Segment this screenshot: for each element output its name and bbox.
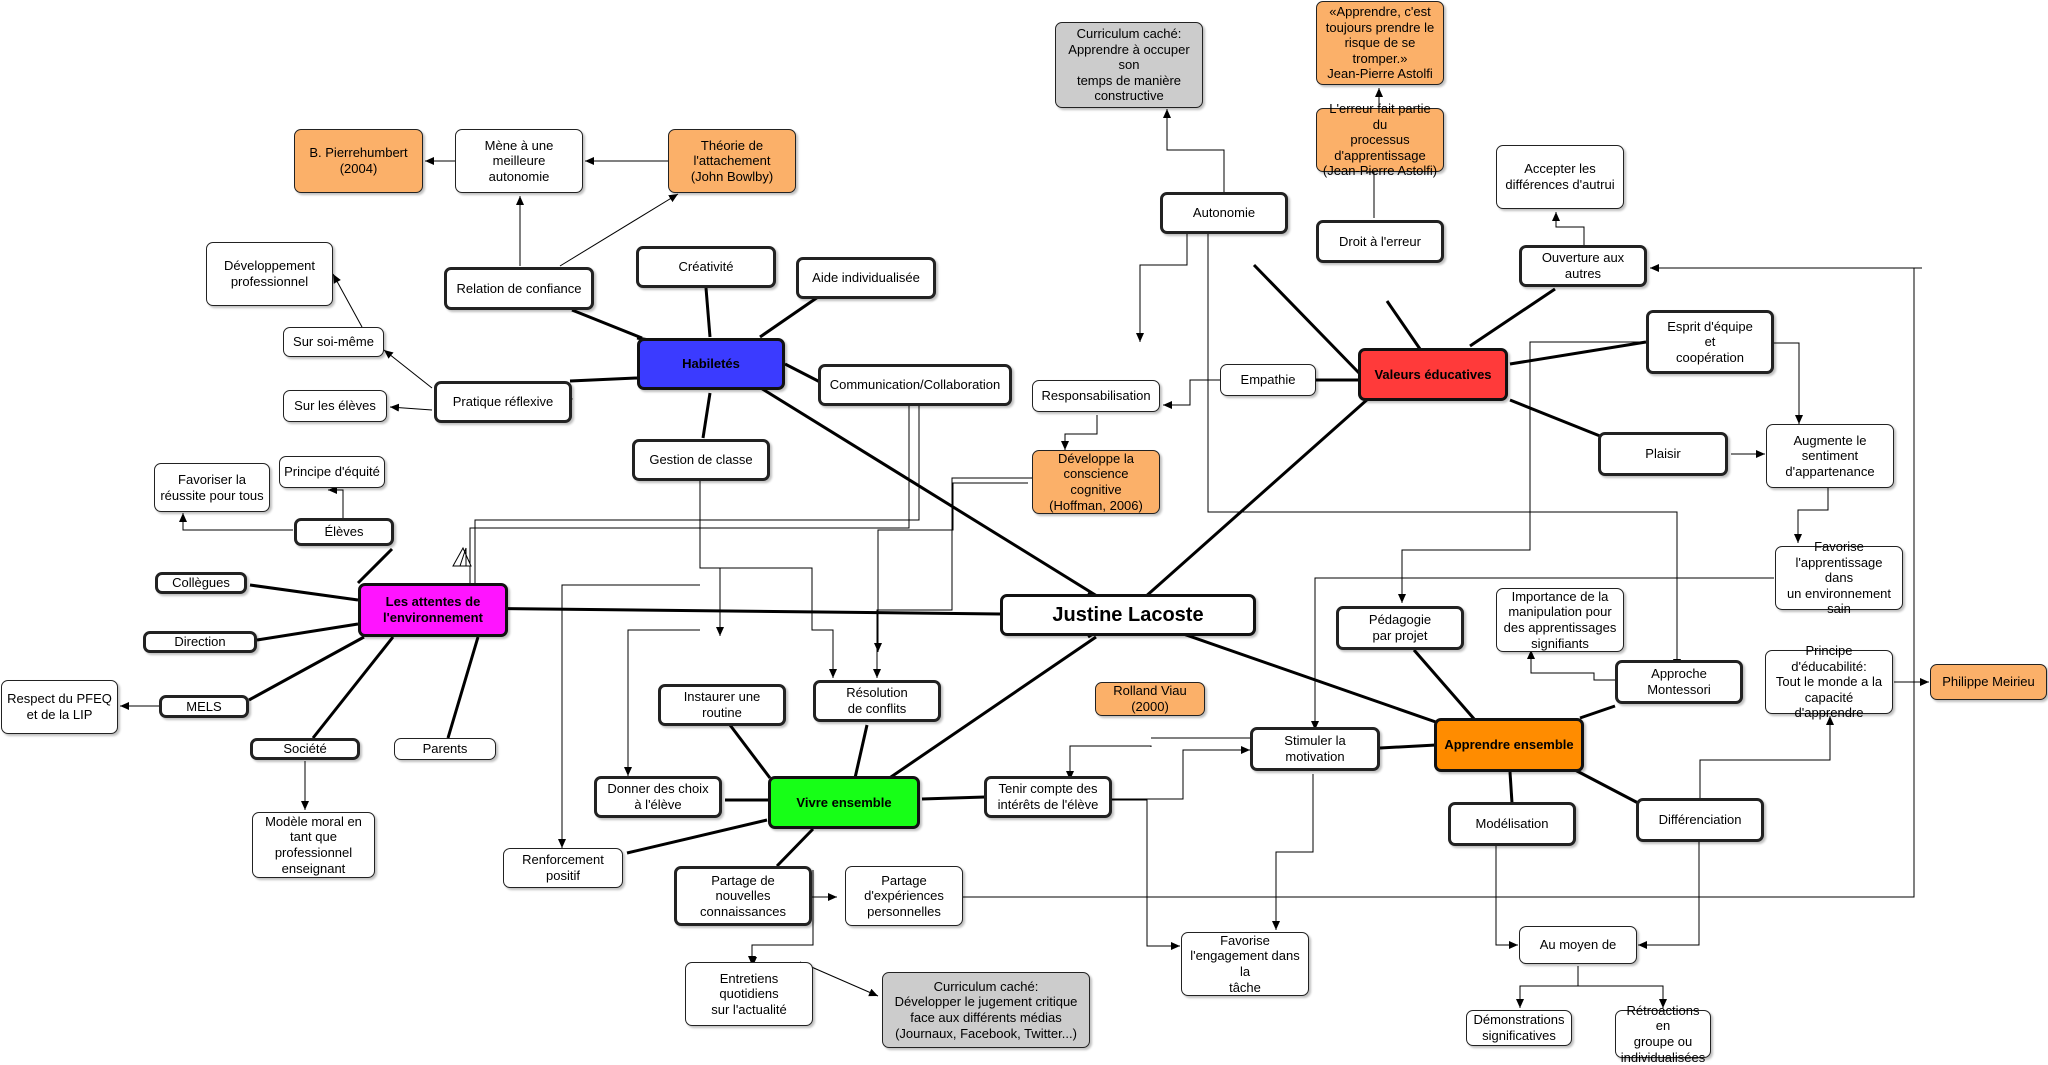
- pedagogie-node: Pédagogie par projet: [1336, 606, 1464, 650]
- routine-node: Instaurer une routine: [658, 684, 786, 726]
- principe-educ-node: Principe d'éducabilité: Tout le monde a …: [1765, 643, 1893, 720]
- erreur-node: L'erreur fait partie du processus d'appr…: [1316, 101, 1444, 178]
- collegues-node: Collègues: [155, 572, 247, 594]
- moyen-node: Au moyen de: [1519, 926, 1637, 964]
- plaisir-node: Plaisir: [1598, 432, 1728, 476]
- esprit-node: Esprit d'équipe et coopération: [1646, 310, 1774, 374]
- equite-node: Principe d'équité: [279, 456, 385, 488]
- differenciation-node: Différenciation: [1636, 798, 1764, 842]
- renforcement-node: Renforcement positif: [503, 848, 623, 888]
- sentiment-node: Augmente le sentiment d'appartenance: [1766, 424, 1894, 488]
- arrow-links: [120, 88, 1929, 1008]
- entretiens-node: Entretiens quotidiens sur l'actualité: [685, 962, 813, 1026]
- creativite-node: Créativité: [636, 246, 776, 288]
- pfeq-node: Respect du PFEQ et de la LIP: [1, 680, 118, 734]
- manipulation-node: Importance de la manipulation pour des a…: [1496, 588, 1624, 652]
- mels-node: MELS: [159, 695, 249, 718]
- apprendre-hub: Apprendre ensemble: [1434, 718, 1584, 772]
- vivre-hub: Vivre ensemble: [768, 776, 920, 829]
- meirieu-node: Philippe Meirieu: [1930, 664, 2047, 700]
- curriculum2-node: Curriculum caché: Développer le jugement…: [882, 972, 1090, 1048]
- eleves-sur-node: Sur les élèves: [283, 390, 387, 422]
- communication-node: Communication/Collaboration: [818, 364, 1012, 406]
- viau-node: Rolland Viau (2000): [1095, 682, 1205, 716]
- devpro-node: Développement professionnel: [206, 242, 333, 306]
- partage-conn-node: Partage de nouvelles connaissances: [674, 866, 812, 926]
- curriculum1-node: Curriculum caché: Apprendre à occuper so…: [1055, 22, 1203, 108]
- gestion-node: Gestion de classe: [632, 439, 770, 481]
- confiance-node: Relation de confiance: [444, 267, 594, 310]
- eleves-node: Élèves: [294, 518, 394, 546]
- modelisation-node: Modélisation: [1448, 802, 1576, 846]
- ouverture-node: Ouverture aux autres: [1519, 245, 1647, 287]
- pierrehumbert-node: B. Pierrehumbert (2004): [294, 129, 423, 193]
- meilleure-node: Mène à une meilleure autonomie: [455, 129, 583, 193]
- soimeme-node: Sur soi-même: [283, 327, 384, 357]
- favorise-env-node: Favorise l'apprentissage dans un environ…: [1775, 539, 1903, 616]
- direction-node: Direction: [143, 631, 257, 653]
- parents-node: Parents: [394, 738, 496, 760]
- conflits-node: Résolution de conflits: [813, 680, 941, 722]
- conscience-node: Développe la conscience cognitive (Hoffm…: [1032, 450, 1160, 514]
- retroactions-node: Rétroactions en groupe ou individualisée…: [1615, 1003, 1711, 1065]
- demonstrations-node: Démonstrations significatives: [1466, 1010, 1572, 1046]
- motivation-node: Stimuler la motivation: [1250, 727, 1380, 771]
- habiletes-hub: Habiletés: [637, 338, 785, 390]
- responsabilisation-node: Responsabilisation: [1032, 380, 1160, 412]
- choix-node: Donner des choix à l'élève: [594, 776, 722, 818]
- main-links: [248, 263, 1647, 868]
- modele-node: Modèle moral en tant que professionnel e…: [252, 812, 375, 878]
- attachement-node: Théorie de l'attachement (John Bowlby): [668, 129, 796, 193]
- droit-node: Droit à l'erreur: [1316, 220, 1444, 263]
- autonomie-node: Autonomie: [1160, 192, 1288, 234]
- empathie-node: Empathie: [1220, 364, 1316, 396]
- reussite-node: Favoriser la réussite pour tous: [154, 463, 270, 512]
- partage-exp-node: Partage d'expériences personnelles: [845, 866, 963, 926]
- valeurs-hub: Valeurs éducatives: [1358, 348, 1508, 401]
- montessori-node: Approche Montessori: [1615, 660, 1743, 704]
- center-node: Justine Lacoste: [1000, 594, 1256, 636]
- societe-node: Société: [250, 738, 360, 760]
- pratique-node: Pratique réflexive: [434, 381, 572, 423]
- attentes-hub: Les attentes de l'environnement: [358, 583, 508, 637]
- hollow-arrow: [452, 546, 472, 567]
- engagement-node: Favorise l'engagement dans la tâche: [1181, 932, 1309, 996]
- aide-node: Aide individualisée: [796, 257, 936, 299]
- accepter-node: Accepter les différences d'autrui: [1496, 145, 1624, 209]
- interets-node: Tenir compte des intérêts de l'élève: [984, 776, 1112, 818]
- citation-node: «Apprendre, c'est toujours prendre le ri…: [1316, 1, 1444, 85]
